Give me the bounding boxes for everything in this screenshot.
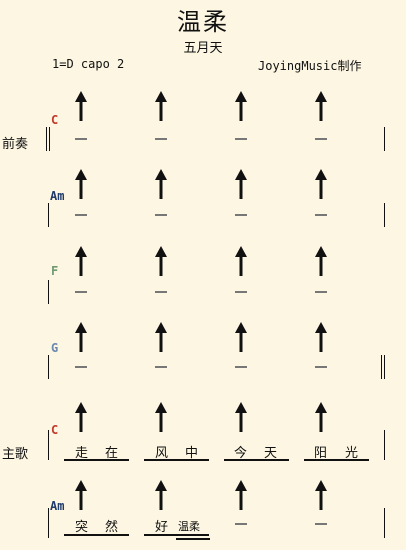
dash-mark: [155, 138, 167, 140]
dash-mark: [315, 291, 327, 293]
lyric-char: 温柔: [178, 520, 200, 533]
up-arrow-icon: [235, 402, 247, 432]
up-arrow-icon: [75, 246, 87, 276]
dash-mark: [155, 291, 167, 293]
up-arrow-icon: [155, 480, 167, 510]
up-arrow-icon: [155, 91, 167, 121]
dash-mark: [75, 138, 87, 140]
chord-c-row5: C: [51, 423, 59, 437]
bar-line: [48, 280, 49, 304]
up-arrow-icon: [75, 169, 87, 199]
lyric-char: 天: [264, 446, 279, 461]
up-arrow-icon: [315, 322, 327, 352]
dash-mark: [235, 214, 247, 216]
bar-line: [48, 508, 49, 538]
up-arrow-icon: [155, 246, 167, 276]
up-arrow-icon: [315, 169, 327, 199]
section-label-verse: 主歌: [2, 447, 29, 462]
up-arrow-icon: [315, 480, 327, 510]
dash-mark: [315, 523, 327, 525]
up-arrow-icon: [75, 322, 87, 352]
dash-mark: [315, 366, 327, 368]
chord-f-row3: F: [51, 264, 59, 278]
lyric-char: 走: [75, 446, 90, 461]
up-arrow-icon: [235, 480, 247, 510]
dash-mark: [315, 214, 327, 216]
up-arrow-icon: [75, 480, 87, 510]
up-arrow-icon: [235, 169, 247, 199]
dash-mark: [155, 366, 167, 368]
beam-underline: [64, 459, 129, 461]
chord-am-row2: Am: [50, 189, 65, 203]
credit-label: JoyingMusic制作: [258, 59, 362, 73]
bar-line: [49, 127, 50, 151]
chord-c-row1: C: [51, 113, 59, 127]
beam-underline: [224, 459, 289, 461]
up-arrow-icon: [155, 322, 167, 352]
lyric-char: 然: [105, 520, 120, 535]
dash-mark: [75, 214, 87, 216]
up-arrow-icon: [235, 91, 247, 121]
bar-line: [384, 430, 385, 460]
beam-underline: [144, 459, 209, 461]
up-arrow-icon: [75, 91, 87, 121]
beam-underline: [144, 534, 209, 536]
chord-g-row4: G: [51, 341, 59, 355]
up-arrow-icon: [155, 402, 167, 432]
bar-line: [46, 127, 47, 151]
up-arrow-icon: [235, 322, 247, 352]
up-arrow-icon: [235, 246, 247, 276]
up-arrow-icon: [315, 91, 327, 121]
lyric-char: 阳: [314, 446, 329, 461]
bar-line: [384, 127, 385, 151]
lyric-char: 光: [345, 446, 360, 461]
bar-line: [48, 430, 49, 460]
bar-line: [384, 355, 385, 379]
dash-mark: [75, 291, 87, 293]
chord-am-row6: Am: [50, 499, 65, 513]
dash-mark: [235, 523, 247, 525]
lyric-char: 突: [75, 520, 90, 535]
dash-mark: [315, 138, 327, 140]
dash-mark: [155, 214, 167, 216]
section-label-intro: 前奏: [2, 137, 29, 152]
bar-line: [48, 203, 49, 227]
dash-mark: [235, 291, 247, 293]
up-arrow-icon: [315, 402, 327, 432]
song-title: 温柔: [177, 8, 229, 36]
dash-mark: [235, 138, 247, 140]
lyric-char: 在: [105, 446, 120, 461]
beam-underline: [176, 538, 210, 540]
lyric-char: 今: [234, 446, 249, 461]
bar-line: [48, 355, 49, 379]
key-capo: 1=D capo 2: [52, 57, 125, 71]
lyric-char: 风: [155, 446, 170, 461]
bar-line: [381, 355, 382, 379]
up-arrow-icon: [315, 246, 327, 276]
lyric-char: 中: [185, 446, 200, 461]
up-arrow-icon: [75, 402, 87, 432]
artist-name: 五月天: [183, 41, 223, 56]
lyric-char: 好: [155, 520, 170, 535]
beam-underline: [304, 459, 369, 461]
bar-line: [384, 508, 385, 538]
up-arrow-icon: [155, 169, 167, 199]
bar-line: [384, 203, 385, 227]
dash-mark: [75, 366, 87, 368]
beam-underline: [64, 534, 129, 536]
dash-mark: [235, 366, 247, 368]
